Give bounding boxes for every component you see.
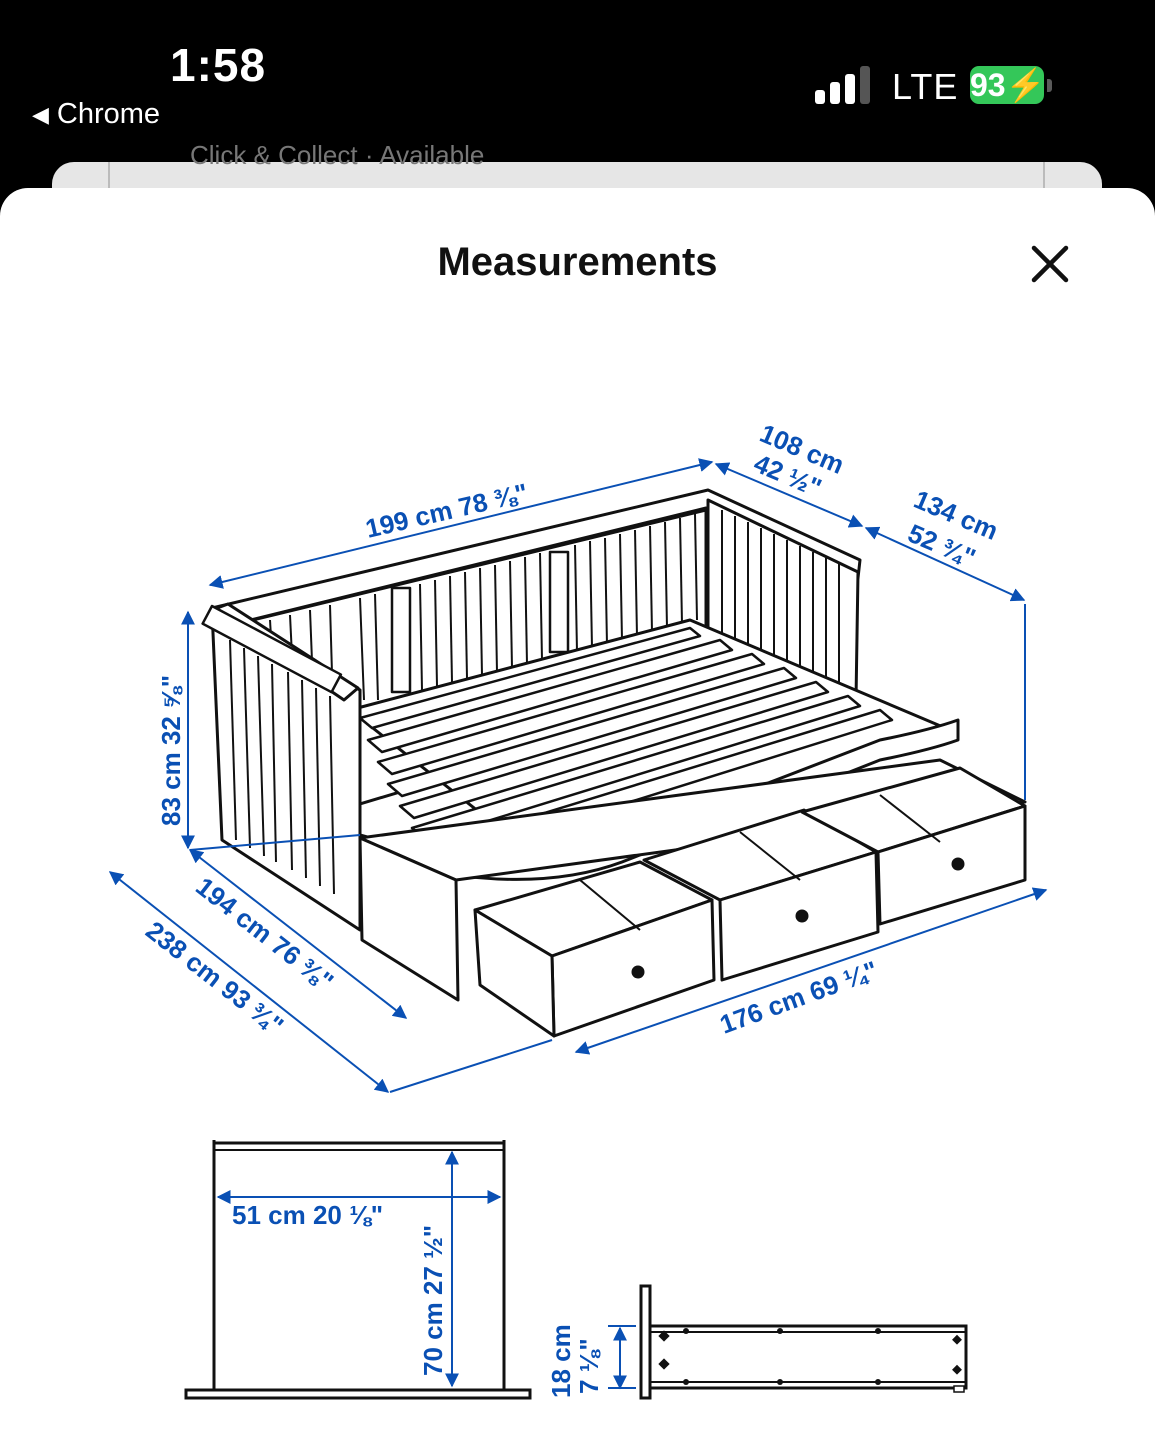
status-bar: 1:58 ◀ Chrome LTE 93⚡: [0, 0, 1155, 190]
close-icon: [1031, 245, 1069, 283]
drawer-top-view: [184, 1140, 532, 1400]
dim-width-top: 199 cm 78 ⅜": [363, 477, 531, 543]
dimension-lines: [108, 458, 1048, 1093]
sheet-title: Measurements: [437, 240, 718, 284]
charging-bolt-icon: ⚡: [1005, 67, 1046, 103]
back-caret-icon: ◀: [32, 101, 49, 127]
drawer-side-screws: [658, 1328, 962, 1385]
drawer-side-view: [639, 1284, 968, 1400]
dim-drawer-depth: 70 cm 27 ½": [418, 1225, 448, 1376]
back-app-label: Chrome: [56, 98, 161, 130]
network-type: LTE: [892, 66, 959, 107]
signal-strength-icon: [815, 66, 870, 104]
dim-height: 83 cm 32 ⅝": [156, 675, 186, 826]
close-button[interactable]: [1022, 236, 1078, 292]
daybed-drawing: [201, 488, 1027, 1038]
drawer-dimension-lines: [216, 1150, 502, 1388]
right-panel-slats: [721, 510, 840, 690]
dim-drawer-height-in: 7 ⅛": [574, 1338, 604, 1394]
dim-drawer-width: 51 cm 20 ⅛": [232, 1200, 383, 1230]
battery-level: 93: [970, 67, 1006, 103]
background-page-text: Click & Collect · Available: [190, 140, 485, 170]
dim-drawer-height-cm: 18 cm: [546, 1324, 576, 1398]
status-time: 1:58: [170, 39, 267, 91]
battery-icon: 93⚡: [970, 66, 1052, 104]
back-to-app-link[interactable]: ◀ Chrome: [32, 98, 160, 131]
